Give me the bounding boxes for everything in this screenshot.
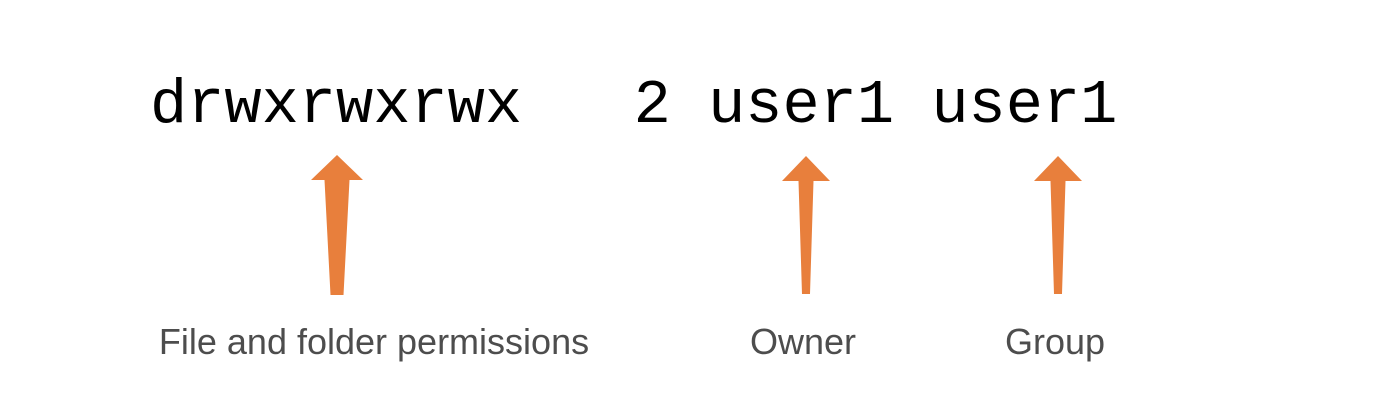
owner-label: Owner <box>749 321 857 362</box>
terminal-listing-text: drwxrwxrwx 2 user1 user1 <box>150 70 1118 141</box>
permissions-label: File and folder permissions <box>158 321 590 362</box>
group-label: Group <box>1004 321 1106 362</box>
up-arrow-icon <box>782 156 830 294</box>
up-arrow-icon <box>1034 156 1082 294</box>
up-arrow-icon <box>311 155 363 295</box>
